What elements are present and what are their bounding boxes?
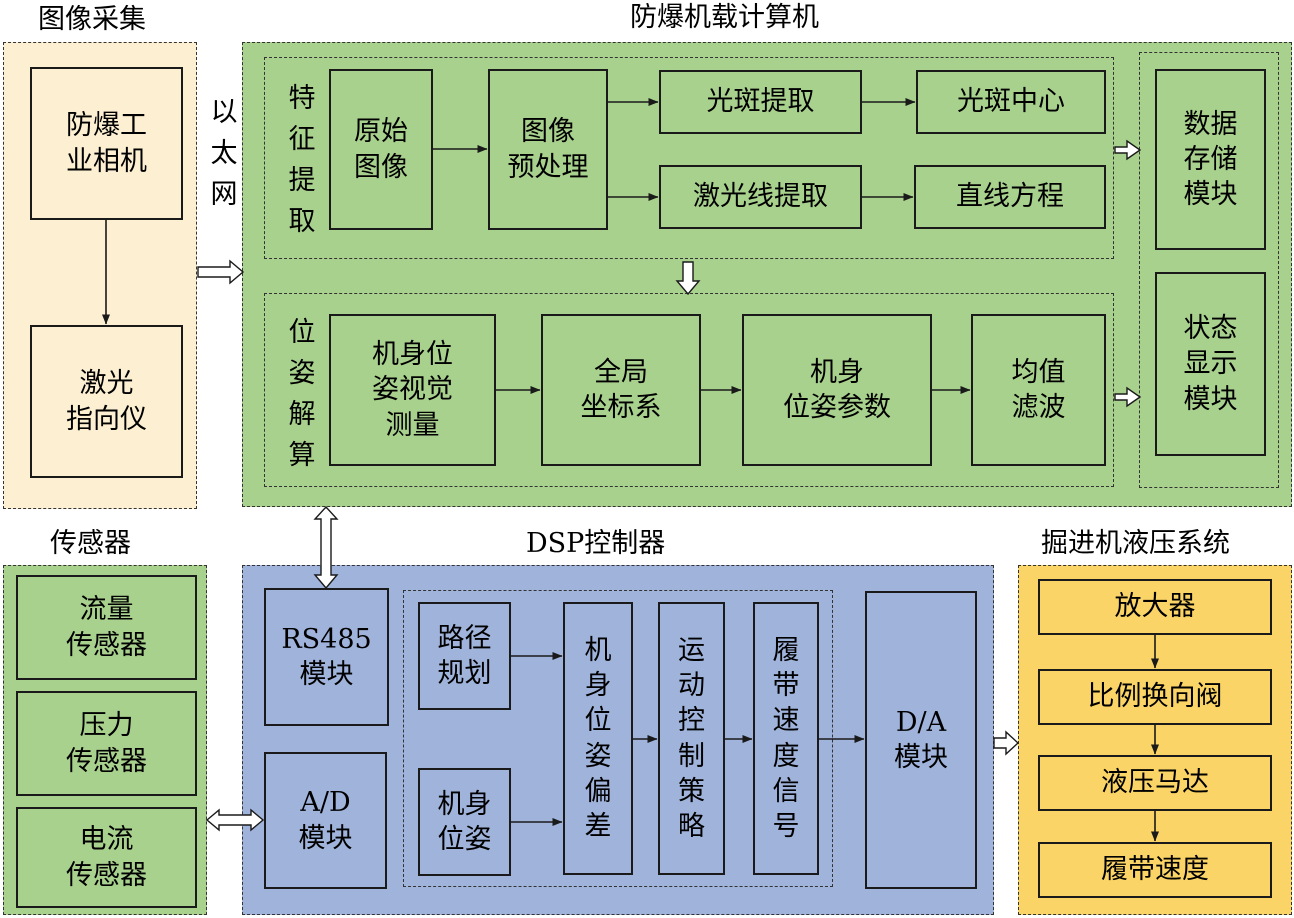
global-coordinate-box: 全局 坐标系	[541, 314, 701, 466]
data-storage-box: 数据 存储 模块	[1155, 69, 1266, 250]
vision-pose-measurement-box: 机身位 姿视觉 测量	[329, 314, 496, 466]
computer-title: 防爆机载计算机	[630, 2, 819, 33]
spot-extraction-box: 光斑提取	[659, 70, 862, 134]
track-speed-signal-box: 履 带 速 度 信 号	[753, 602, 819, 875]
hollow-arrow-feature-to-pose	[675, 261, 701, 296]
flow-sensor-box: 流量 传感器	[16, 575, 197, 680]
track-speed-box: 履带速度	[1038, 842, 1272, 898]
motion-control-strategy-box: 运 动 控 制 策 略	[658, 602, 725, 875]
feature-extraction-label: 特 征 提 取	[288, 83, 316, 238]
pose-solving-label: 位 姿 解 算	[288, 317, 316, 472]
da-module-box: D/A 模块	[865, 591, 977, 889]
pose-deviation-box: 机 身 位 姿 偏 差	[563, 602, 633, 875]
mean-filter-box: 均值 滤波	[971, 314, 1106, 466]
rs485-module-box: RS485 模块	[264, 588, 389, 726]
ethernet-label: 以 太 网	[210, 97, 238, 211]
feature-extraction-group	[264, 57, 1114, 259]
ad-module-box: A/D 模块	[264, 752, 387, 889]
hollow-arrow-computer-rs485	[313, 505, 339, 590]
dsp-title: DSP控制器	[526, 528, 666, 559]
raw-image-box: 原始 图像	[329, 69, 433, 230]
laser-line-extraction-box: 激光线提取	[659, 165, 862, 229]
image-acquisition-title: 图像采集	[38, 4, 146, 35]
sensors-title: 传感器	[50, 528, 131, 559]
path-planning-box: 路径 规划	[418, 602, 511, 710]
output-modules-group	[1139, 52, 1279, 488]
status-display-box: 状态 显示 模块	[1155, 272, 1266, 456]
line-equation-box: 直线方程	[914, 165, 1106, 229]
spot-center-box: 光斑中心	[916, 70, 1106, 134]
hollow-arrow-ethernet	[197, 259, 245, 285]
current-sensor-box: 电流 传感器	[16, 807, 197, 908]
proportional-valve-box: 比例换向阀	[1038, 669, 1272, 725]
image-preprocess-box: 图像 预处理	[488, 69, 608, 230]
body-pose-box: 机身 位姿	[418, 768, 511, 876]
hollow-arrow-dsp-hydraulic	[993, 730, 1020, 756]
hydraulic-title: 掘进机液压系统	[1041, 528, 1230, 559]
pose-parameters-box: 机身 位姿参数	[742, 314, 932, 466]
hydraulic-motor-box: 液压马达	[1038, 755, 1272, 811]
explosion-proof-camera-box: 防爆工 业相机	[30, 67, 183, 220]
laser-pointer-box: 激光 指向仪	[30, 325, 183, 478]
hollow-arrow-to-storage	[1114, 139, 1142, 161]
hollow-arrow-to-display	[1114, 386, 1142, 408]
amplifier-box: 放大器	[1038, 579, 1272, 635]
hollow-arrow-sensors-ad	[205, 808, 265, 832]
pressure-sensor-box: 压力 传感器	[16, 691, 197, 796]
